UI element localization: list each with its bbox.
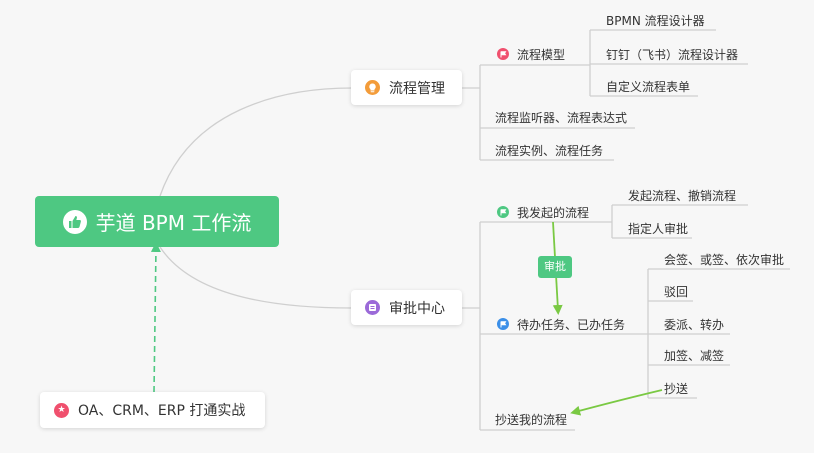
source-card-label: OA、CRM、ERP 打通实战 xyxy=(78,403,246,419)
branch-process-label: 流程管理 xyxy=(389,80,445,97)
link-process-items xyxy=(480,127,635,161)
link-root-approval xyxy=(159,246,353,309)
leaf-cc-to-me[interactable]: 抄送我的流程 xyxy=(495,413,568,427)
star-icon: ★ xyxy=(54,402,69,418)
branch-approval-label: 审批中心 xyxy=(389,300,445,317)
leaf-add-remove-sign[interactable]: 加签、减签 xyxy=(664,349,725,363)
leaf-dingtalk-designer[interactable]: 钉钉（飞书）流程设计器 xyxy=(606,48,739,62)
cc-flow-arrow xyxy=(570,389,663,416)
root-label: 芋道 BPM 工作流 xyxy=(95,211,252,235)
leaf-start-revoke[interactable]: 发起流程、撤销流程 xyxy=(628,189,737,203)
leaf-custom-form[interactable]: 自定义流程表单 xyxy=(606,80,691,94)
branch-approval-center[interactable]: 审批中心 xyxy=(351,290,462,325)
link-todo-children xyxy=(647,268,790,399)
topic-my-initiated[interactable]: 我发起的流程 xyxy=(497,203,589,221)
source-card[interactable]: ★ OA、CRM、ERP 打通实战 xyxy=(40,392,265,428)
flag-icon xyxy=(497,318,509,330)
leaf-instance-task[interactable]: 流程实例、流程任务 xyxy=(495,144,604,158)
link-root-process xyxy=(159,87,353,197)
flag-icon xyxy=(497,48,509,60)
bulb-icon xyxy=(365,80,380,95)
topic-todo-done-label: 待办任务、已办任务 xyxy=(517,317,626,332)
link-process-group xyxy=(462,65,481,160)
source-dashed-arrow xyxy=(150,242,161,393)
link-model-children xyxy=(589,29,748,97)
leaf-reject[interactable]: 驳回 xyxy=(664,285,689,299)
link-approval-group xyxy=(462,222,481,430)
leaf-delegate-transfer[interactable]: 委派、转办 xyxy=(664,318,725,332)
form-icon xyxy=(365,300,380,315)
topic-process-model-label: 流程模型 xyxy=(517,47,566,62)
thumbs-up-icon xyxy=(62,209,87,234)
branch-process-management[interactable]: 流程管理 xyxy=(351,70,462,105)
leaf-assign-approver[interactable]: 指定人审批 xyxy=(628,222,689,236)
flag-icon xyxy=(497,206,509,218)
leaf-cc[interactable]: 抄送 xyxy=(664,382,689,396)
leaf-bpmn-designer[interactable]: BPMN 流程设计器 xyxy=(606,14,705,28)
leaf-listener-expression[interactable]: 流程监听器、流程表达式 xyxy=(495,111,628,125)
topic-my-initiated-label: 我发起的流程 xyxy=(517,205,590,220)
topic-todo-done[interactable]: 待办任务、已办任务 xyxy=(497,315,625,333)
leaf-countersign[interactable]: 会签、或签、依次审批 xyxy=(664,253,785,267)
root-topic[interactable]: 芋道 BPM 工作流 xyxy=(35,196,279,247)
approval-badge: 审批 xyxy=(538,256,572,278)
topic-process-model[interactable]: 流程模型 xyxy=(497,45,565,63)
link-mine-children xyxy=(611,204,748,239)
